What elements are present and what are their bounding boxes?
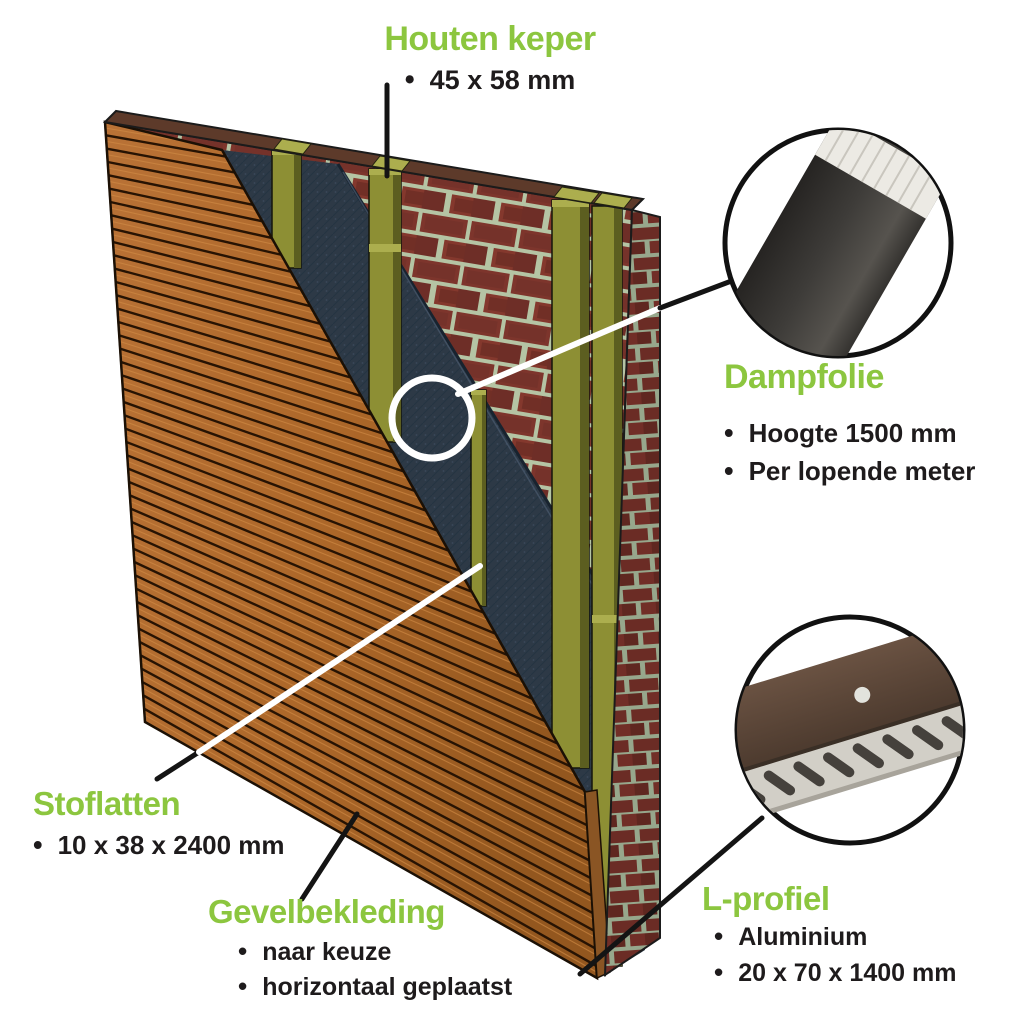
label-gevelbekleding: Gevelbekleding naar keuze horizontaal ge…	[208, 893, 512, 1004]
bullet-item: 45 x 58 mm	[405, 64, 576, 96]
bullet-item: 10 x 38 x 2400 mm	[33, 828, 285, 862]
leader-stoflatten-black	[154, 749, 202, 782]
leader-dampfolie-black	[657, 274, 745, 311]
houten-keper-bullets: 45 x 58 mm	[300, 64, 680, 96]
label-houten-keper: Houten keper 45 x 58 mm	[300, 20, 680, 96]
stoflatten-bullets: 10 x 38 x 2400 mm	[33, 828, 285, 862]
bullet-item: 20 x 70 x 1400 mm	[714, 955, 956, 991]
annotations	[154, 82, 765, 977]
wall-top-face	[102, 109, 646, 212]
dampfolie-bullets: Hoogte 1500 mm Per lopende meter	[724, 414, 976, 490]
stoflatten-title: Stoflatten	[33, 785, 181, 822]
l-profiel-title: L-profiel	[702, 880, 830, 917]
wall-side-face	[603, 208, 661, 977]
membrane-highlight-circle	[388, 374, 476, 462]
dampfolie-title: Dampfolie	[724, 358, 884, 396]
bullet-item: horizontaal geplaatst	[238, 969, 512, 1004]
leader-stoflatten-white	[196, 563, 483, 755]
l-profiel-bullets: Aluminium 20 x 70 x 1400 mm	[702, 919, 956, 991]
bullet-item: Aluminium	[714, 919, 956, 955]
gevelbekleding-bullets: naar keuze horizontaal geplaatst	[208, 934, 512, 1004]
bullet-item: Per lopende meter	[724, 452, 976, 490]
leader-l-profiel	[577, 815, 765, 977]
l-profiel-photo	[734, 614, 966, 846]
label-l-profiel: L-profiel Aluminium 20 x 70 x 1400 mm	[702, 880, 956, 991]
bullet-item: naar keuze	[238, 934, 512, 969]
leader-gevelbekleding	[299, 811, 360, 902]
bullet-item: Hoogte 1500 mm	[724, 414, 975, 452]
houten-keper-title: Houten keper	[384, 20, 596, 58]
gevelbekleding-title: Gevelbekleding	[208, 893, 445, 930]
label-stoflatten: Stoflatten 10 x 38 x 2400 mm	[33, 785, 285, 862]
leader-dampfolie-white	[455, 305, 663, 397]
batten-column-5	[551, 199, 590, 769]
label-dampfolie: Dampfolie Hoogte 1500 mm Per lopende met…	[724, 358, 976, 490]
